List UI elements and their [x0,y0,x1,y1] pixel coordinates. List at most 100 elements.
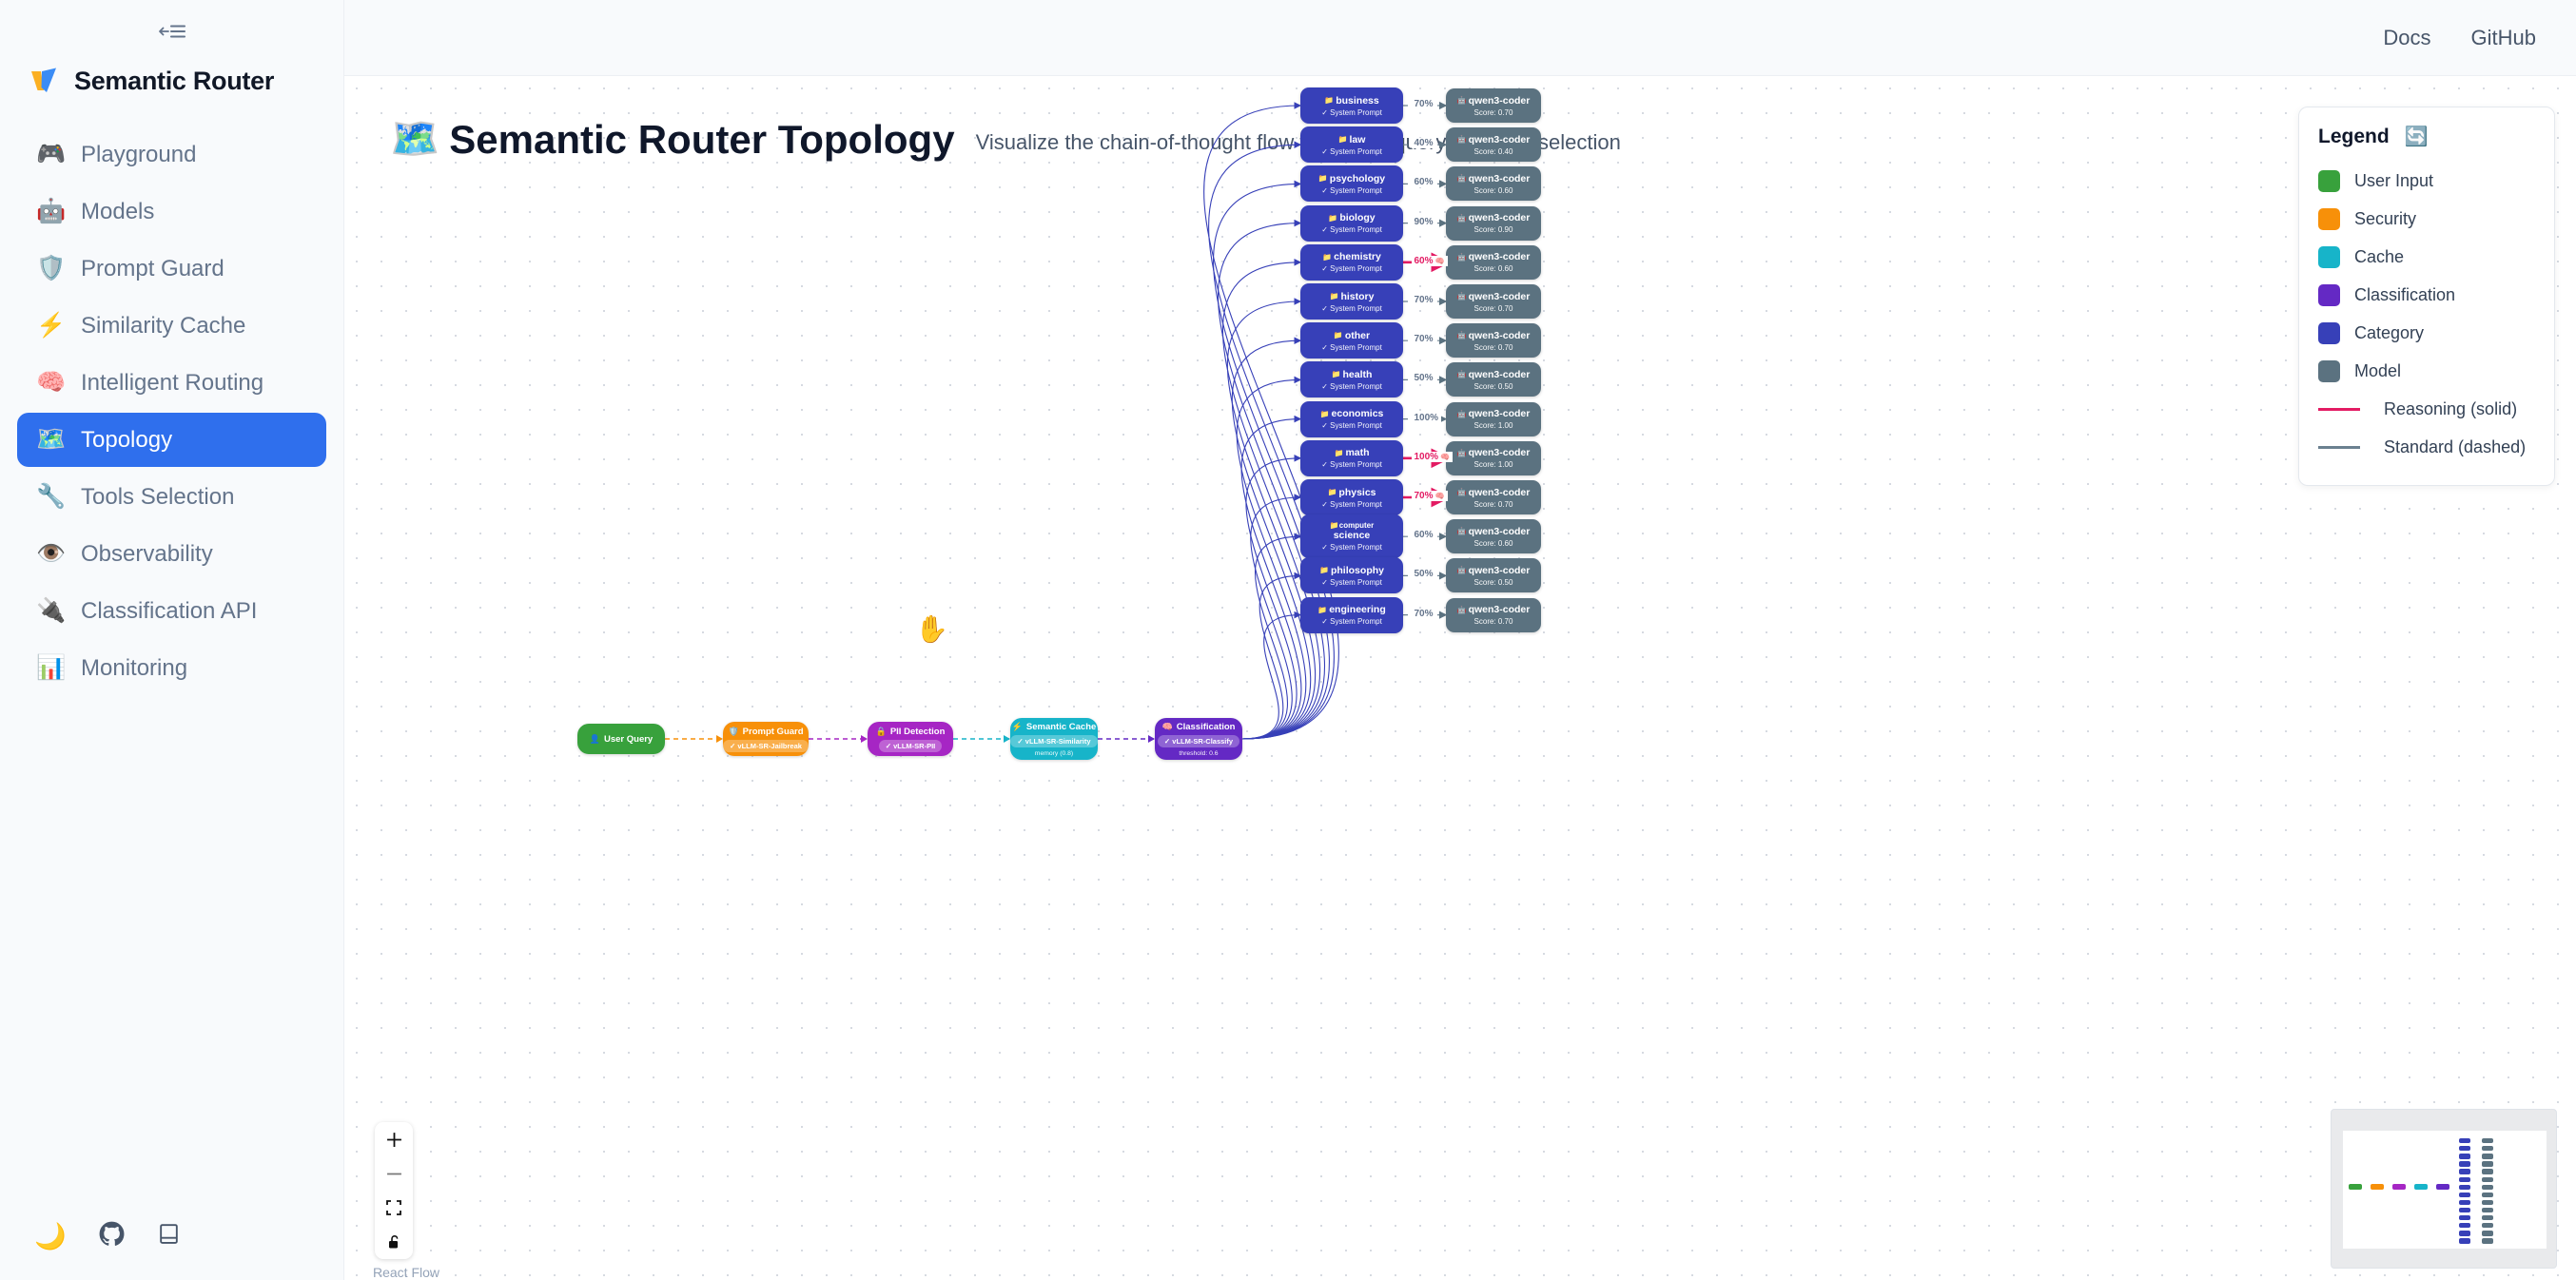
edge-percent-label: 60% 🧠 [1411,255,1448,266]
edge-arrowhead [861,735,868,743]
sidebar-item-tools-selection[interactable]: 🔧 Tools Selection [17,470,326,524]
refresh-icon[interactable]: 🔄 [2404,126,2429,147]
folder-icon: 📁 [1334,448,1344,457]
category-node-business[interactable]: 📁business✓ System Prompt [1300,87,1403,124]
model-score: Score: 0.70 [1473,342,1513,352]
sidebar-item-prompt-guard[interactable]: 🛡️ Prompt Guard [17,242,326,296]
github-link[interactable]: GitHub [2470,25,2536,49]
sidebar-item-models[interactable]: 🤖 Models [17,184,326,239]
sidebar-item-classification-api[interactable]: 🔌 Classification API [17,584,326,638]
classification-to-category-edge [1203,102,1339,740]
category-node-psychology[interactable]: 📁psychology✓ System Prompt [1300,165,1403,203]
sidebar-collapse-button[interactable] [0,0,343,49]
node-emoji-icon: 🛡️ [728,726,739,736]
robot-icon: 🤖 [1456,409,1467,418]
category-node-physics[interactable]: 📁physics✓ System Prompt [1300,479,1403,515]
sidebar-item-intelligent-routing[interactable]: 🧠 Intelligent Routing [17,356,326,410]
node-pii[interactable]: 🔒PII Detection✓ vLLM-SR-PII [868,722,953,756]
category-title-text: biology [1339,212,1376,224]
category-node-engineering[interactable]: 📁engineering✓ System Prompt [1300,596,1403,633]
category-node-economics[interactable]: 📁economics✓ System Prompt [1300,400,1403,437]
flow-graph[interactable]: 👤User Query 🛡️Prompt Guard✓ vLLM-SR-Jailb… [344,76,2576,1280]
github-icon[interactable] [99,1221,125,1251]
docs-link[interactable]: Docs [2383,25,2431,49]
category-node-law[interactable]: 📁law✓ System Prompt [1300,126,1403,164]
category-subtitle: ✓ System Prompt [1321,617,1382,627]
sidebar-item-observability[interactable]: 👁️ Observability [17,527,326,581]
category-title-text: economics [1331,408,1384,420]
sidebar-item-monitoring[interactable]: 📊 Monitoring [17,641,326,695]
classification-to-category-edge [1213,180,1330,740]
minimap-model-node [2482,1169,2493,1174]
model-title-text: qwen3-coder [1468,212,1531,224]
category-node-math[interactable]: 📁math✓ System Prompt [1300,439,1403,476]
edge-arrowhead [1148,735,1155,743]
minimap-model-node [2482,1238,2493,1244]
book-icon[interactable] [157,1222,181,1251]
zoom-in-button[interactable] [375,1122,413,1156]
category-node-philosophy[interactable]: 📁philosophy✓ System Prompt [1300,557,1403,594]
sidebar-item-topology[interactable]: 🗺️ Topology [17,413,326,467]
category-title-text: law [1349,133,1366,145]
category-title: 📁psychology [1318,173,1385,184]
lock-button[interactable] [375,1225,413,1259]
category-node-other[interactable]: 📁other✓ System Prompt [1300,322,1403,359]
category-node-biology[interactable]: 📁biology✓ System Prompt [1300,204,1403,242]
model-title-text: qwen3-coder [1468,290,1531,302]
sidebar-item-playground[interactable]: 🎮 Playground [17,127,326,182]
robot-icon: 🤖 [1456,448,1467,457]
minimap-model-node [2482,1184,2493,1190]
category-node-chemistry[interactable]: 📁chemistry✓ System Prompt [1300,243,1403,281]
category-subtitle: ✓ System Prompt [1321,264,1382,274]
node-user[interactable]: 👤User Query [577,724,665,754]
map-icon: 🗺️ [390,116,440,161]
robot-icon: 🤖 [1456,370,1467,379]
classification-to-category-edge [1236,376,1307,740]
topology-canvas[interactable]: 🗺️ Semantic Router Topology Visualize th… [344,76,2576,1280]
node-guard[interactable]: 🛡️Prompt Guard✓ vLLM-SR-Jailbreak [723,722,809,756]
node-title: 🛡️Prompt Guard [728,727,803,737]
fit-view-button[interactable] [375,1191,413,1225]
category-title-text: business [1336,94,1379,107]
legend-label: Security [2354,208,2417,228]
map-icon: 🗺️ [36,426,67,453]
category-title-text: chemistry [1334,251,1381,263]
edge-percent-text: 60% [1414,530,1434,541]
category-title: 📁physics [1327,487,1376,498]
category-node-history[interactable]: 📁history✓ System Prompt [1300,283,1403,320]
brand[interactable]: Semantic Router [0,49,343,114]
minimap[interactable] [2331,1109,2557,1269]
zoom-out-button[interactable] [375,1156,413,1191]
sidebar-item-similarity-cache[interactable]: ⚡ Similarity Cache [17,299,326,353]
category-title: 📁other [1334,330,1370,341]
moon-icon[interactable]: 🌙 [34,1221,67,1251]
model-score: Score: 0.70 [1473,499,1513,509]
react-flow-attribution[interactable]: React Flow [373,1265,440,1280]
node-title-text: Prompt Guard [742,726,804,737]
category-subtitle: ✓ System Prompt [1321,225,1382,235]
sidebar-item-label: Similarity Cache [81,312,246,339]
model-score: Score: 0.50 [1473,381,1513,391]
minimap-category-node [2459,1192,2470,1198]
flow-controls [375,1122,413,1259]
node-title-text: Semantic Cache [1025,721,1097,732]
minimap-model-node [2482,1199,2493,1206]
category-node-health[interactable]: 📁health✓ System Prompt [1300,361,1403,398]
